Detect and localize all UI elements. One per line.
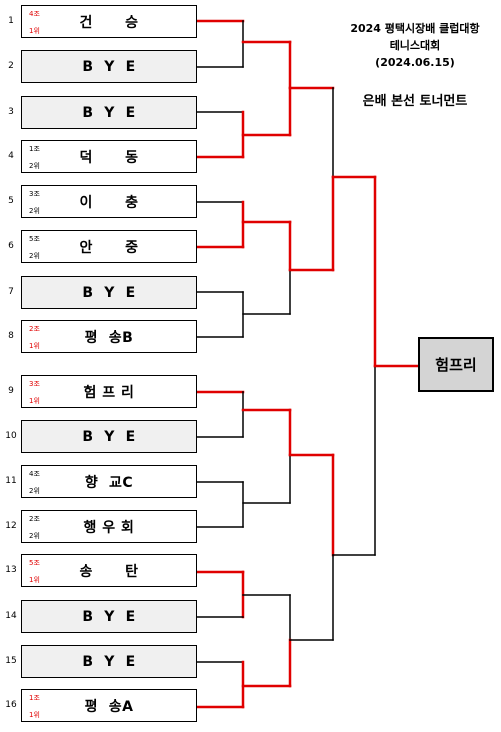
rank-label: 2위 <box>29 162 40 170</box>
team-name: 덕 동 <box>79 149 139 166</box>
rank-label: 2위 <box>29 252 40 260</box>
bye-slot: B Y E <box>21 645 197 678</box>
team-slot: 2조 2위 행 우 회 <box>21 510 197 543</box>
team-name: B Y E <box>82 58 136 75</box>
bye-slot: B Y E <box>21 276 197 309</box>
team-name: B Y E <box>82 608 136 625</box>
seed-number: 14 <box>5 611 17 621</box>
team-name: 안 중 <box>79 239 139 256</box>
bye-slot: B Y E <box>21 600 197 633</box>
seed-number: 1 <box>8 16 14 26</box>
seed-number: 9 <box>8 386 14 396</box>
team-name: 평 송B <box>84 329 134 346</box>
group-label: 5조 <box>29 235 40 243</box>
seed-number: 3 <box>8 107 14 117</box>
seed-number: 8 <box>8 331 14 341</box>
team-name: 송 탄 <box>79 563 139 580</box>
team-name: 험 프 리 <box>83 384 135 401</box>
rank-label: 1위 <box>29 27 40 35</box>
group-label: 1조 <box>29 694 40 702</box>
team-slot: 1조 2위 덕 동 <box>21 140 197 173</box>
team-slot: 2조 1위 평 송B <box>21 320 197 353</box>
rank-label: 2위 <box>29 207 40 215</box>
bye-slot: B Y E <box>21 420 197 453</box>
team-name: 건 승 <box>79 14 139 31</box>
team-name: 행 우 회 <box>83 519 135 536</box>
bye-slot: B Y E <box>21 96 197 129</box>
team-name: B Y E <box>82 284 136 301</box>
title-line-2: 테니스대회 <box>389 39 441 52</box>
seed-number: 11 <box>5 476 17 486</box>
winner-box: 험프리 <box>418 337 494 392</box>
group-label: 2조 <box>29 325 40 333</box>
seed-number: 13 <box>5 565 17 575</box>
rank-label: 1위 <box>29 342 40 350</box>
seed-number: 7 <box>8 287 14 297</box>
title-line-1: 2024 평택시장배 클럽대항 <box>350 22 480 35</box>
group-label: 4조 <box>29 10 40 18</box>
group-label: 1조 <box>29 145 40 153</box>
team-name: 이 충 <box>79 194 139 211</box>
seed-number: 2 <box>8 61 14 71</box>
team-slot: 3조 2위 이 충 <box>21 185 197 218</box>
group-label: 3조 <box>29 380 40 388</box>
team-name: B Y E <box>82 428 136 445</box>
group-label: 4조 <box>29 470 40 478</box>
seed-number: 6 <box>8 241 14 251</box>
seed-number: 15 <box>5 656 17 666</box>
group-label: 5조 <box>29 559 40 567</box>
team-slot: 1조 1위 평 송A <box>21 689 197 722</box>
team-slot: 4조 1위 건 승 <box>21 5 197 38</box>
group-label: 3조 <box>29 190 40 198</box>
seed-number: 5 <box>8 196 14 206</box>
seed-number: 4 <box>8 151 14 161</box>
rank-label: 1위 <box>29 576 40 584</box>
team-name: B Y E <box>82 653 136 670</box>
team-slot: 4조 2위 향 교C <box>21 465 197 498</box>
seed-number: 16 <box>5 700 17 710</box>
rank-label: 2위 <box>29 487 40 495</box>
team-slot: 5조 1위 송 탄 <box>21 554 197 587</box>
seed-number: 10 <box>5 431 17 441</box>
rank-label: 2위 <box>29 532 40 540</box>
title-date: (2024.06.15) <box>375 56 455 69</box>
group-label: 2조 <box>29 515 40 523</box>
team-name: 평 송A <box>84 698 134 715</box>
team-slot: 3조 1위 험 프 리 <box>21 375 197 408</box>
team-slot: 5조 2위 안 중 <box>21 230 197 263</box>
bracket-subtitle: 은배 본선 토너먼트 <box>362 94 468 109</box>
team-name: B Y E <box>82 104 136 121</box>
seed-number: 12 <box>5 521 17 531</box>
rank-label: 1위 <box>29 397 40 405</box>
bye-slot: B Y E <box>21 50 197 83</box>
team-name: 향 교C <box>84 474 134 491</box>
rank-label: 1위 <box>29 711 40 719</box>
